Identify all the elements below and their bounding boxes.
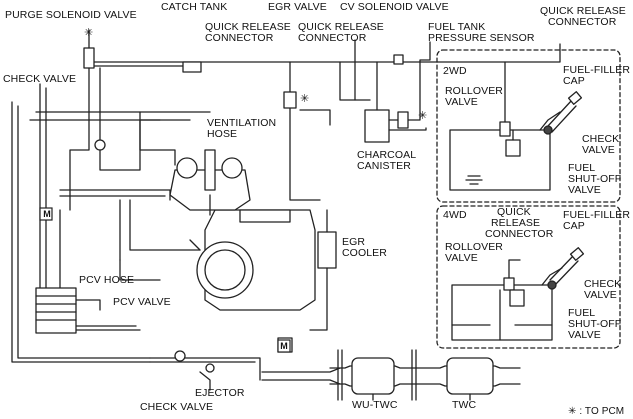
label-2wd-check-valve-2: VALVE xyxy=(582,144,615,156)
egr-line xyxy=(289,61,321,201)
label-4wd-quick-release-1: QUICK xyxy=(497,206,531,218)
label-cv-solenoid-valve: CV SOLENOID VALVE xyxy=(340,1,449,13)
egr-cooler xyxy=(317,231,337,269)
label-pcv-valve: PCV VALVE xyxy=(113,296,171,308)
label-ventilation-hose-1: VENTILATION xyxy=(207,117,277,129)
intake-manifold xyxy=(59,189,171,201)
label-4wd-filler-cap-1: FUEL-FILLER xyxy=(563,209,631,221)
fuel-shutoff-valve-2wd xyxy=(505,139,521,157)
pcv-hose xyxy=(119,259,161,281)
label-ejector: EJECTOR xyxy=(195,387,245,399)
motor-left-label: M xyxy=(43,209,51,219)
label-2wd-check-valve-1: CHECK xyxy=(582,133,620,145)
charcoal-canister xyxy=(364,109,390,143)
label-quick-release-connector-2b: CONNECTOR xyxy=(298,32,367,44)
star-purge: ✳ xyxy=(84,27,94,39)
label-4wd-check-valve-1: CHECK xyxy=(584,278,622,290)
filler-neck-2wd xyxy=(547,99,577,133)
label-twc: TWC xyxy=(452,399,477,411)
camshaft-right xyxy=(221,157,243,179)
check-valve-2wd xyxy=(543,125,553,135)
fuel-shutoff-valve-4wd xyxy=(509,289,525,307)
panel-4wd-title: 4WD xyxy=(443,209,467,221)
label-purge-solenoid-valve: PURGE SOLENOID VALVE xyxy=(5,9,137,21)
egr-valve xyxy=(283,91,297,109)
ejector xyxy=(205,363,215,373)
label-charcoal-canister-2: CANISTER xyxy=(357,160,411,172)
label-catch-tank: CATCH TANK xyxy=(161,1,228,13)
tank-2wd xyxy=(449,129,551,191)
label-4wd-shutoff-2: SHUT-OFF xyxy=(568,318,622,330)
label-4wd-check-valve-2: VALVE xyxy=(584,289,617,301)
rollover-valve-2wd xyxy=(499,121,511,137)
label-4wd-quick-release-3: CONNECTOR xyxy=(485,228,554,240)
filler-neck-4wd xyxy=(549,254,579,287)
rollover-valve-4wd xyxy=(503,277,515,291)
pcv-valve xyxy=(189,239,201,251)
label-egr-cooler-2: COOLER xyxy=(342,247,387,259)
label-charcoal-canister-1: CHARCOAL xyxy=(357,149,417,161)
label-wu-twc: WU-TWC xyxy=(352,399,398,411)
motor-bottom xyxy=(277,339,291,353)
label-4wd-shutoff-1: FUEL xyxy=(568,307,596,319)
label-4wd-rollover-2: VALVE xyxy=(445,252,478,264)
label-2wd-shutoff-1: FUEL xyxy=(568,162,596,174)
wu-twc-converter xyxy=(351,357,395,395)
label-quick-release-connector-3: QUICK RELEASE xyxy=(540,5,626,17)
intercooler xyxy=(35,287,77,334)
label-4wd-filler-cap-2: CAP xyxy=(563,220,585,232)
label-2wd-filler-cap-2: CAP xyxy=(563,75,585,87)
ventilation-hose xyxy=(139,111,176,166)
exhaust-pipe-top xyxy=(329,365,521,369)
panel-2wd-border xyxy=(436,49,621,203)
label-2wd-shutoff-3: VALVE xyxy=(568,184,601,196)
cv-solenoid-valve xyxy=(397,111,409,129)
purge-solenoid-valve xyxy=(83,47,95,69)
purge-line-left xyxy=(69,67,90,211)
label-check-valve-bottom: CHECK VALVE xyxy=(140,401,214,413)
cv-line xyxy=(388,41,431,121)
label-fuel-tank-pressure-sensor-1: FUEL TANK xyxy=(428,21,486,33)
purge-line-top xyxy=(87,43,561,63)
exhaust-pipe-bottom xyxy=(329,383,521,387)
label-2wd-rollover-2: VALVE xyxy=(445,96,478,108)
check-valve-4wd xyxy=(547,280,557,290)
label-4wd-shutoff-3: VALVE xyxy=(568,329,601,341)
motor-left xyxy=(39,207,53,221)
label-quick-release-connector-2: QUICK RELEASE xyxy=(298,21,384,33)
label-quick-release-connector-1: QUICK RELEASE xyxy=(205,21,291,33)
label-4wd-quick-release-2: RELEASE xyxy=(491,217,541,229)
label-to-pcm: ✳ : TO PCM xyxy=(568,406,625,417)
check-valve-left xyxy=(94,139,106,151)
catch-tank xyxy=(182,61,202,73)
fuel-filler-cap-4wd xyxy=(569,247,585,261)
label-fuel-tank-pressure-sensor-2: PRESSURE SENSOR xyxy=(428,32,535,44)
panel-2wd-title: 2WD xyxy=(443,65,467,77)
label-2wd-shutoff-2: SHUT-OFF xyxy=(568,173,622,185)
label-ventilation-hose-2: HOSE xyxy=(207,128,238,140)
label-egr-cooler-1: EGR xyxy=(342,236,366,248)
label-4wd-rollover-1: ROLLOVER xyxy=(445,241,503,253)
check-valve-bottom xyxy=(174,350,186,362)
fuel-filler-cap-2wd xyxy=(567,91,583,105)
star-egr: ✳ xyxy=(300,93,310,105)
label-quick-release-connector-3b: CONNECTOR xyxy=(548,16,617,28)
motor-bottom-label: M xyxy=(280,341,288,351)
twc-converter xyxy=(446,357,494,395)
star-cv: ✳ xyxy=(418,110,428,122)
camshaft-left xyxy=(176,157,198,179)
panel-4wd-border xyxy=(436,205,621,349)
label-egr-valve: EGR VALVE xyxy=(268,1,327,13)
ejector-line xyxy=(149,357,261,381)
label-2wd-rollover-1: ROLLOVER xyxy=(445,85,503,97)
label-quick-release-connector-1b: CONNECTOR xyxy=(205,32,274,44)
label-pcv-hose: PCV HOSE xyxy=(79,274,135,286)
tank-4wd xyxy=(451,284,553,341)
label-check-valve-left: CHECK VALVE xyxy=(3,73,77,85)
label-2wd-filler-cap-1: FUEL-FILLER xyxy=(563,64,631,76)
fuel-tank-pressure-sensor xyxy=(393,54,404,65)
